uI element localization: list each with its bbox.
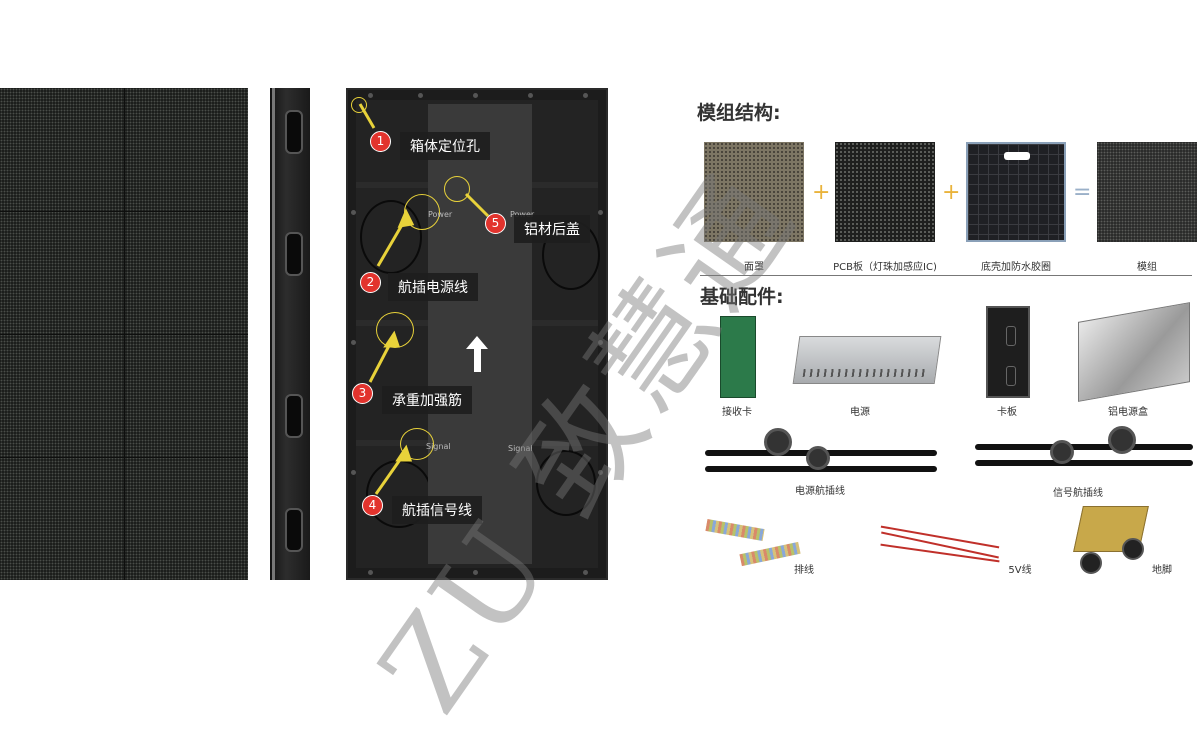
caption-five-volt-wire: 5V线 — [1008, 565, 1032, 576]
pointer-arrow-1 — [358, 103, 376, 129]
signal-connector-icon — [1108, 426, 1136, 454]
caption-power-supply: 电源 — [850, 407, 870, 418]
card-plate-image — [986, 306, 1030, 398]
edge-hole — [583, 570, 588, 575]
caption-face-mask: 面罩 — [744, 262, 764, 273]
callout-label-locating-hole: 箱体定位孔 — [400, 132, 490, 160]
edge-hole — [528, 93, 533, 98]
plus-operator: + — [942, 180, 961, 205]
power-label-left: Power — [428, 210, 453, 219]
callout-badge-4: 4 — [362, 495, 383, 516]
callout-badge-1: 1 — [370, 131, 391, 152]
up-arrow-icon — [466, 336, 488, 372]
callout-label-power-cable: 航插电源线 — [388, 273, 478, 301]
caster-wheel-icon — [1122, 538, 1144, 560]
caption-module: 模组 — [1137, 262, 1157, 273]
caption-pcb-board: PCB板（灯珠加感应IC) — [833, 262, 937, 273]
caster-wheel-icon — [1080, 552, 1102, 574]
power-connector-icon — [806, 446, 830, 470]
callout-badge-2: 2 — [360, 272, 381, 293]
pointer-arrows — [358, 103, 490, 495]
signal-cable-wire — [975, 444, 1193, 450]
caption-bottom-shell: 底壳加防水胶圈 — [981, 262, 1051, 273]
callout-label-reinforcement: 承重加强筋 — [382, 386, 472, 414]
signal-label-right: Signal — [508, 444, 533, 453]
pointer-arrow-3-head — [383, 330, 401, 348]
cabinet-back-panel: Power Power Signal Signal — [346, 88, 608, 580]
power-label-right: Power — [510, 210, 534, 219]
edge-hole — [351, 470, 356, 475]
section-divider — [700, 275, 1192, 276]
edge-hole — [473, 93, 478, 98]
caption-receiving-card: 接收卡 — [722, 407, 752, 418]
signal-highlight-ring — [400, 428, 434, 460]
side-strip — [272, 88, 275, 580]
ribbon-cable-image — [739, 541, 801, 567]
edge-hole — [598, 210, 603, 215]
caption-ribbon-cable: 排线 — [794, 565, 814, 576]
bottom-shell-image — [966, 142, 1066, 242]
locating-hole-ring — [351, 97, 367, 113]
receiving-card-image — [720, 316, 756, 398]
cover-highlight-ring — [444, 176, 470, 202]
edge-hole — [351, 340, 356, 345]
edge-hole — [473, 570, 478, 575]
aluminum-psu-box-image — [1078, 302, 1190, 402]
accessories-title: 基础配件: — [700, 286, 784, 308]
callout-label-signal-cable: 航插信号线 — [392, 496, 482, 524]
side-slot — [285, 394, 303, 438]
side-slot — [285, 110, 303, 154]
caption-aluminum-psu-box: 铝电源盒 — [1108, 407, 1148, 418]
caption-foot: 地脚 — [1152, 565, 1172, 576]
pointer-arrow-2-head — [397, 208, 415, 228]
equals-operator: = — [1073, 180, 1092, 205]
plus-operator: + — [812, 180, 831, 205]
edge-hole — [418, 93, 423, 98]
pointer-arrow-4-head — [395, 444, 413, 462]
edge-hole — [598, 470, 603, 475]
face-mask-image — [704, 142, 804, 242]
signal-cable — [536, 450, 596, 516]
signal-connector-icon — [1050, 440, 1074, 464]
signal-cable-wire — [975, 460, 1193, 466]
power-supply-image — [792, 336, 942, 384]
edge-hole — [368, 570, 373, 575]
side-slot — [285, 508, 303, 552]
caption-signal-aviation-cable: 信号航插线 — [1053, 488, 1103, 499]
edge-hole — [368, 93, 373, 98]
power-connector-icon — [764, 428, 792, 456]
panel-seam — [124, 88, 125, 580]
led-module-image — [1097, 142, 1197, 242]
ribbon-cable-image — [705, 519, 765, 541]
module-structure-title: 模组结构: — [697, 102, 781, 124]
caption-power-aviation-cable: 电源航插线 — [795, 486, 845, 497]
edge-hole — [351, 210, 356, 215]
pcb-board-image — [835, 142, 935, 242]
callout-label-back-cover: 铝材后盖 — [514, 215, 590, 243]
pointer-arrow-5 — [464, 192, 490, 218]
callout-badge-3: 3 — [352, 383, 373, 404]
led-front-panel — [0, 88, 248, 580]
edge-hole — [598, 340, 603, 345]
callout-badge-5: 5 — [485, 213, 506, 234]
cabinet-side-profile — [270, 88, 310, 580]
caption-card-plate: 卡板 — [997, 407, 1017, 418]
signal-label-left: Signal — [426, 442, 451, 451]
edge-hole — [583, 93, 588, 98]
side-slot — [285, 232, 303, 276]
